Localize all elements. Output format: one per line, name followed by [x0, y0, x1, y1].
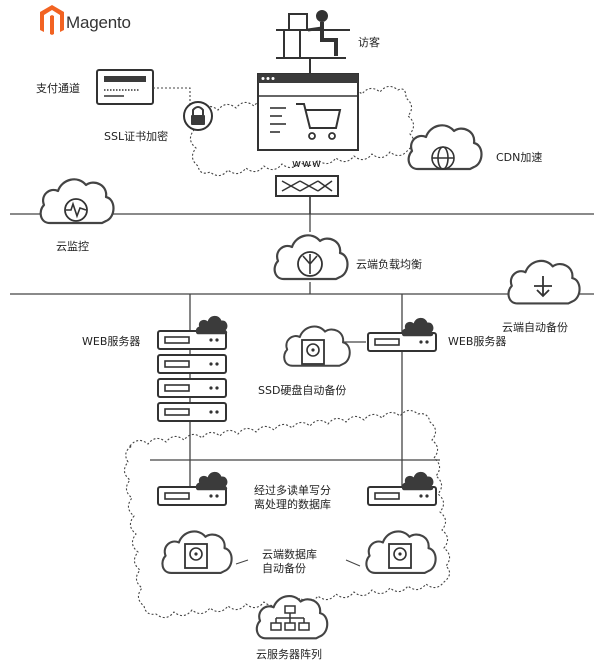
webstore-browser-icon: [257, 73, 359, 151]
db-backup-pointer-left: [235, 559, 249, 565]
brand-logo: Magento: [66, 8, 131, 38]
left-disk-icon: [184, 543, 208, 569]
db-backup-pointer-right: [345, 559, 361, 567]
label-visitor: 访客: [358, 36, 380, 49]
visitor-icon: [276, 10, 350, 74]
lock-icon: [183, 101, 213, 131]
www-cloud-region: [189, 85, 415, 177]
left-db-server: [156, 471, 228, 506]
backup-cloud-icon: [507, 259, 581, 305]
label-payment: 支付通道: [36, 82, 80, 95]
hierarchy-icon: [270, 605, 310, 631]
brand-name: Magento: [66, 13, 131, 32]
label-backup: 云端自动备份: [502, 321, 568, 334]
server-array-cloud: [255, 594, 329, 640]
label-web-right: WEB服务器: [448, 335, 507, 348]
globe-icon: [431, 146, 455, 170]
cluster-region: [123, 409, 451, 619]
label-ssl: SSL证书加密: [104, 130, 169, 143]
right-disk-icon: [388, 543, 412, 569]
backup-arrow-icon: [534, 276, 552, 298]
pulse-icon: [64, 198, 88, 222]
label-ssd: SSD硬盘自动备份: [258, 384, 347, 397]
label-load-balancer: 云端负载均衡: [356, 258, 422, 271]
label-db-backup: 云端数据库 自动备份: [262, 548, 317, 575]
firewall-icon: [275, 175, 339, 214]
disk-icon: [301, 339, 325, 365]
magento-logo: [40, 5, 64, 35]
label-www: www: [292, 157, 322, 170]
left-web-server-stack: [156, 315, 228, 422]
label-web-left: WEB服务器: [82, 335, 141, 348]
label-monitor: 云监控: [56, 240, 89, 253]
arrows-split-icon: [297, 251, 323, 277]
label-cluster: 云服务器阵列: [256, 648, 322, 661]
payment-connector: [153, 87, 191, 104]
label-cdn: CDN加速: [496, 151, 543, 164]
label-rw-split: 经过多读单写分 离处理的数据库: [254, 484, 331, 511]
payment-card-icon: [96, 69, 154, 105]
